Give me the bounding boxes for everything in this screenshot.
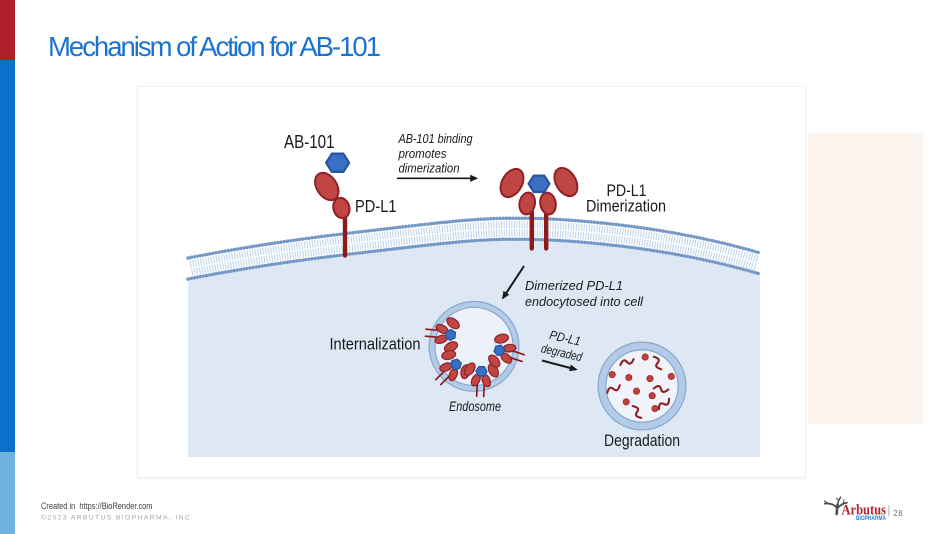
svg-text:endocytosed into cell: endocytosed into cell xyxy=(525,294,644,309)
svg-text:28: 28 xyxy=(893,509,903,518)
svg-text:Dimerization: Dimerization xyxy=(586,198,666,216)
svg-text:AB-101 binding: AB-101 binding xyxy=(398,131,473,146)
svg-text:Arbutus: Arbutus xyxy=(842,502,887,518)
svg-text:PD-L1: PD-L1 xyxy=(548,328,582,349)
svg-text:PD-L1: PD-L1 xyxy=(355,196,397,216)
svg-text:Endosome: Endosome xyxy=(449,399,501,414)
svg-text:©2023 ARBUTUS BIOPHARMA, INC.: ©2023 ARBUTUS BIOPHARMA, INC. xyxy=(41,514,193,522)
svg-text:Dimerized PD-L1: Dimerized PD-L1 xyxy=(525,278,623,293)
svg-text:AB-101: AB-101 xyxy=(284,132,335,152)
svg-text:Created in https://BioRender.: Created in https://BioRender.com xyxy=(41,501,153,511)
svg-text:PD-L1: PD-L1 xyxy=(607,182,647,200)
svg-text:Internalization: Internalization xyxy=(330,336,421,354)
svg-text:promotes: promotes xyxy=(398,146,447,161)
svg-text:BIOPHARMA: BIOPHARMA xyxy=(856,515,886,522)
svg-text:dimerization: dimerization xyxy=(399,161,460,176)
svg-text:Degradation: Degradation xyxy=(604,431,680,450)
svg-text:Mechanism of Action for AB-101: Mechanism of Action for AB-101 xyxy=(48,31,381,62)
